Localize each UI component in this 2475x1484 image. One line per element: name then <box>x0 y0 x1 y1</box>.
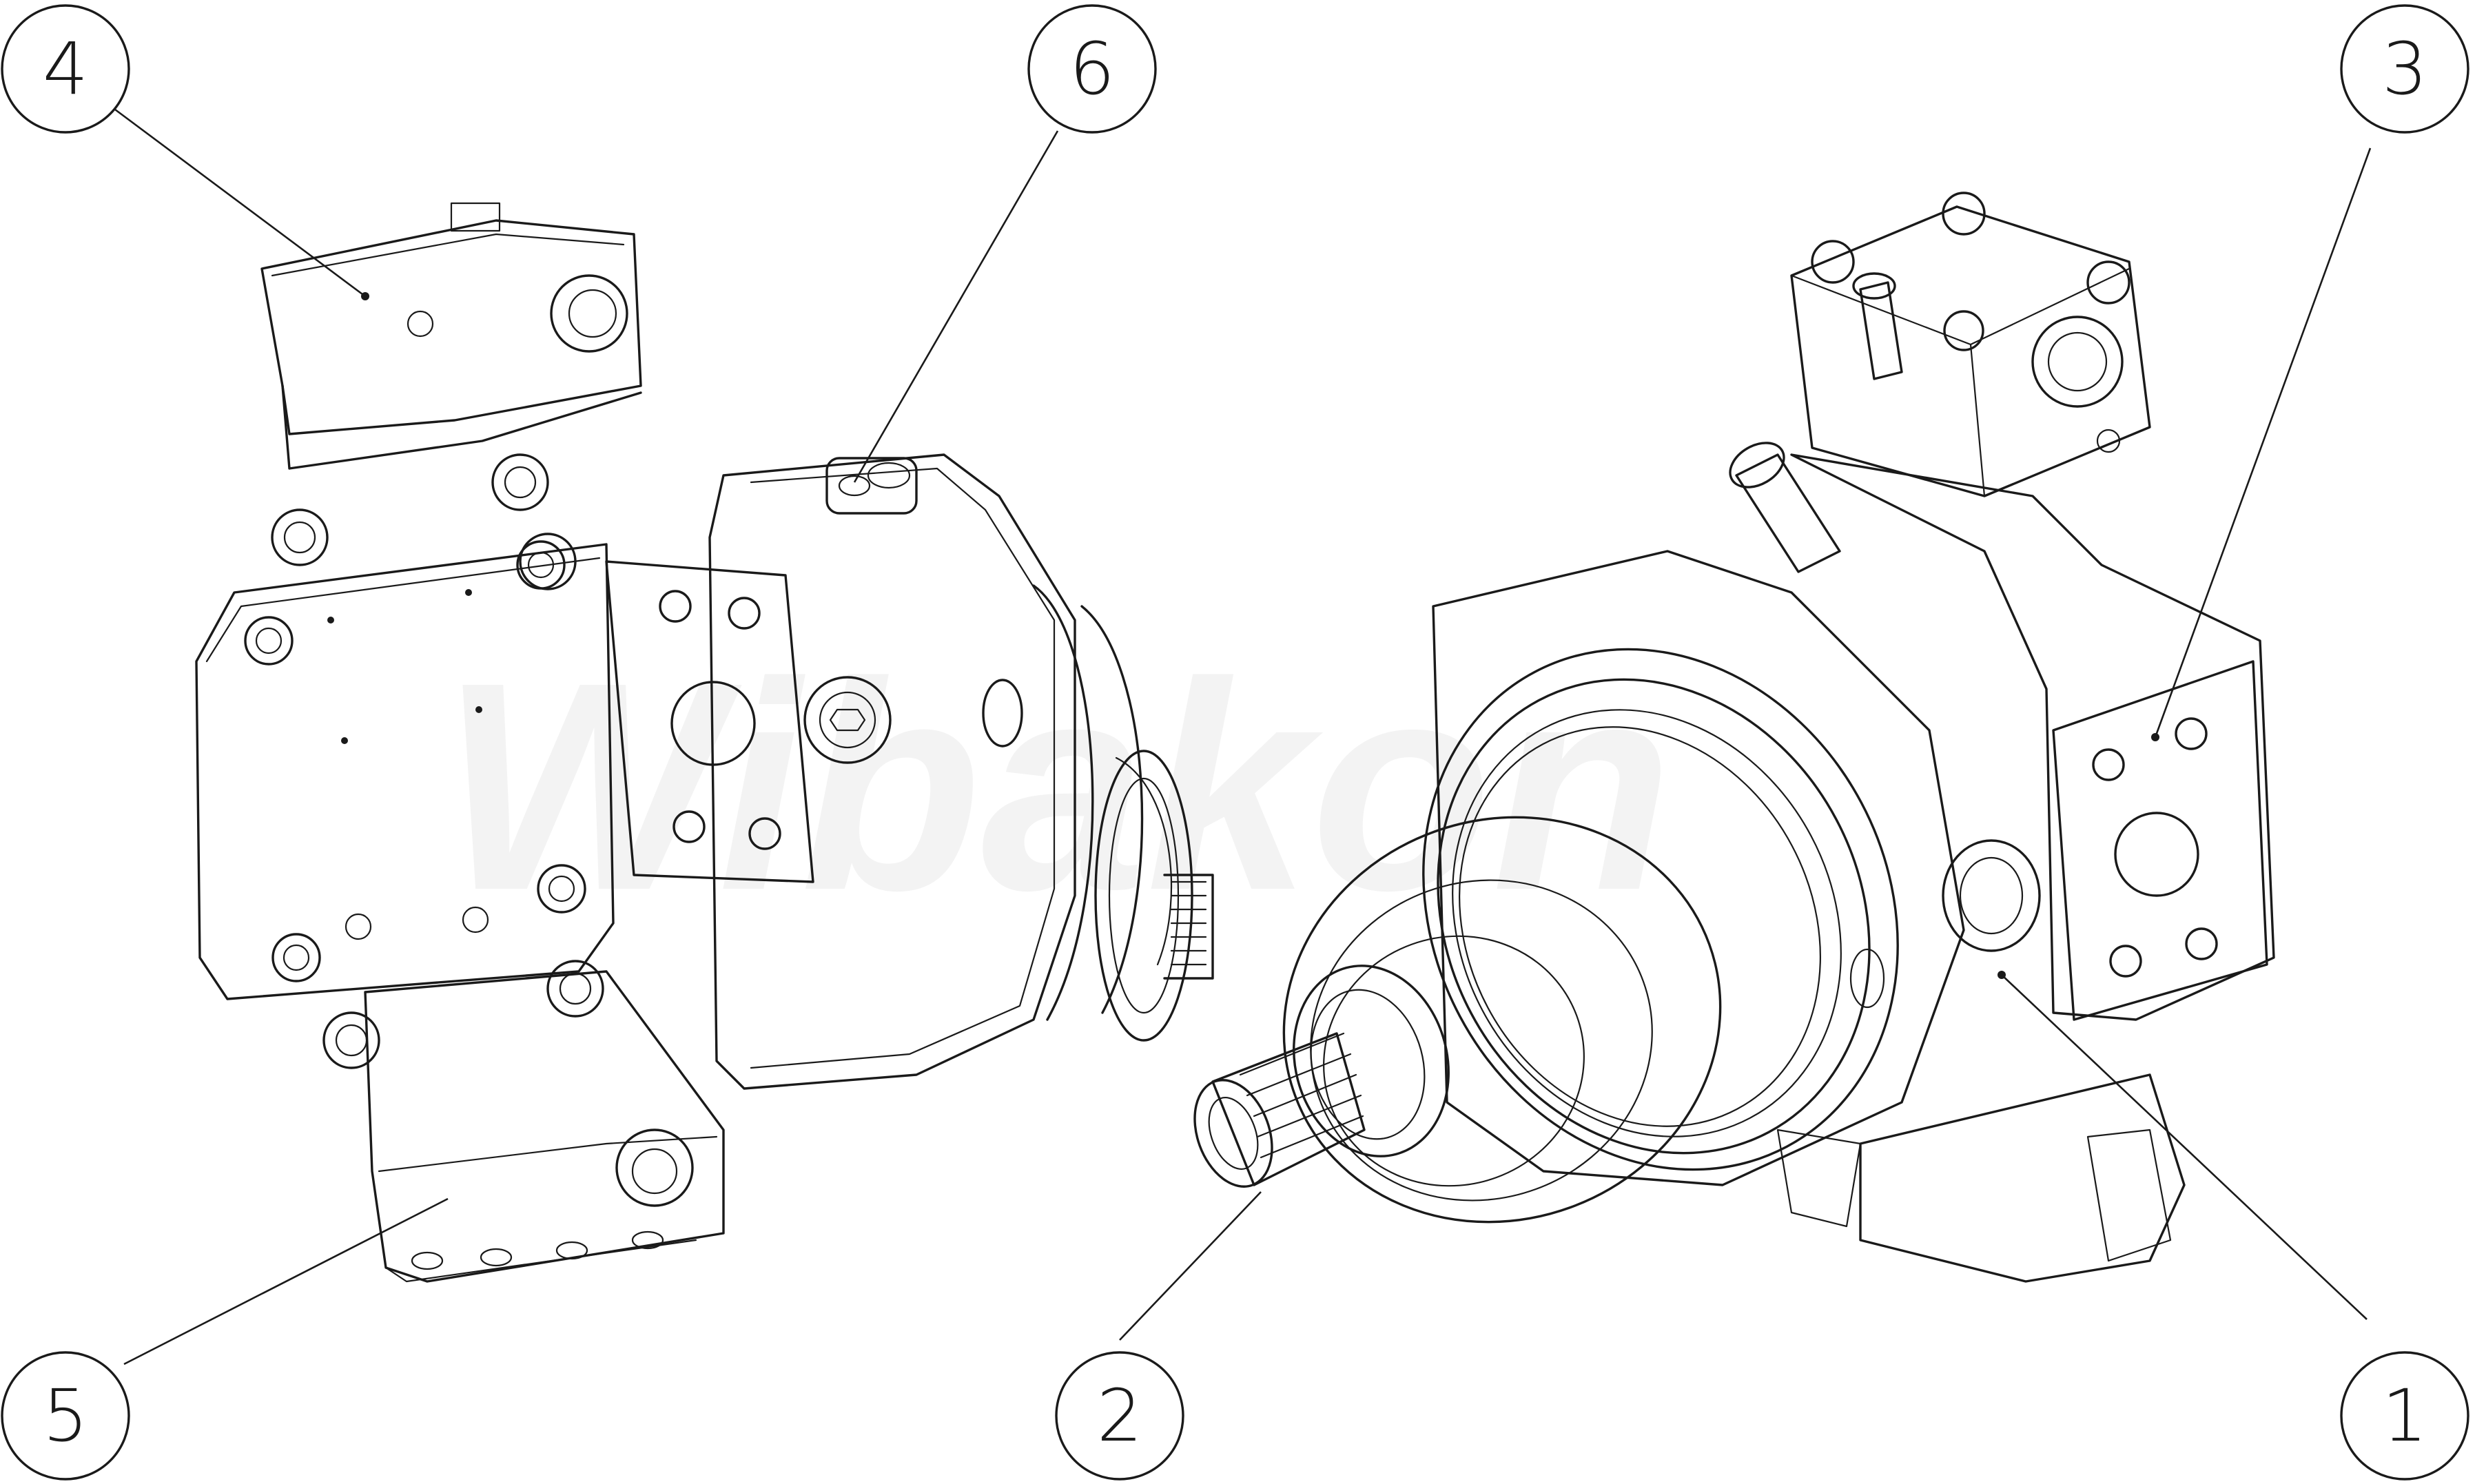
callout-label-6: 6 <box>1069 27 1115 111</box>
callout-4: 4 <box>1 4 130 134</box>
callout-label-1: 1 <box>2382 1374 2427 1458</box>
callout-label-2: 2 <box>1097 1374 1142 1458</box>
callout-6: 6 <box>1027 4 1157 134</box>
callout-label-3: 3 <box>2382 27 2427 111</box>
callout-label-4: 4 <box>43 27 88 111</box>
callout-1: 1 <box>2340 1351 2469 1481</box>
leader-lines <box>106 102 2372 1366</box>
callout-5: 5 <box>1 1351 130 1481</box>
left-motor <box>195 202 1214 1283</box>
callout-2: 2 <box>1055 1351 1184 1481</box>
callout-label-5: 5 <box>43 1374 88 1458</box>
right-motor <box>1193 192 2275 1283</box>
watermark: Wibakon <box>441 621 1673 952</box>
callout-3: 3 <box>2340 4 2469 134</box>
